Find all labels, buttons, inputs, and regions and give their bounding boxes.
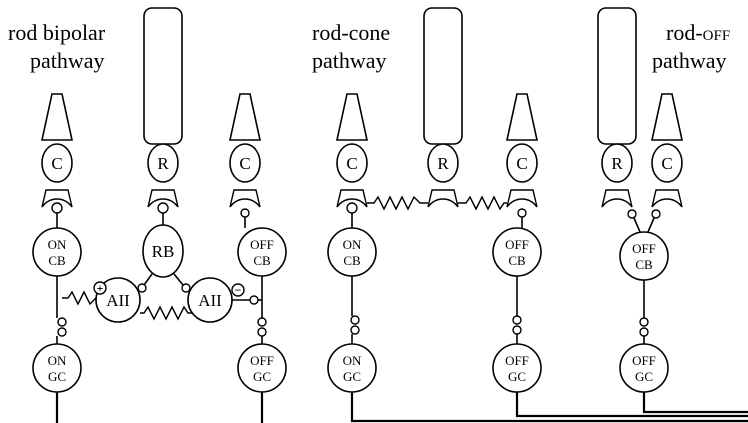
off-cb-1-line2: CB	[253, 253, 271, 268]
off-cb-3-line1: OFF	[632, 241, 656, 256]
rod-3-spherule	[601, 189, 633, 208]
rod-outer-segment-1	[143, 7, 183, 145]
cone-2-pedicle	[229, 189, 261, 208]
title-rod-cone-line2: pathway	[312, 48, 387, 73]
title-rod-off-smallcaps: OFF	[703, 28, 731, 44]
off-cone-bipolar-3: OFF CB	[619, 231, 669, 281]
off-cb-2-line1: OFF	[505, 237, 529, 252]
off-gc-2-line2: GC	[508, 369, 526, 384]
aii-amacrine-2: AII	[187, 277, 233, 323]
synapse-dots	[51, 202, 661, 219]
off-cone-bipolar-1: OFF CB	[237, 227, 287, 277]
cone-outer-segment-4	[506, 93, 538, 141]
off-gc-3-line1: OFF	[632, 353, 656, 368]
title-rod-cone-line1: rod-cone	[312, 20, 390, 45]
aii-amacrine-1: AII	[95, 277, 141, 323]
photoreceptor-terminals	[41, 189, 683, 208]
off-gc-2-line1: OFF	[505, 353, 529, 368]
title-rod-bipolar-line1: rod bipolar	[8, 20, 106, 45]
cone-4: C	[506, 143, 538, 183]
cone-2-label: C	[239, 154, 250, 173]
cone-1-label: C	[51, 154, 62, 173]
title-rod-bipolar-pathway: rod bipolar pathway	[8, 20, 106, 73]
off-gc-1-line1: OFF	[250, 353, 274, 368]
cone-1: C	[41, 143, 73, 183]
on-ganglion-1: ON GC	[32, 343, 82, 393]
off-ganglion-2: OFF GC	[492, 343, 542, 393]
off-ganglion-1: OFF GC	[237, 343, 287, 393]
plus-sign: +	[97, 281, 104, 295]
off-ganglion-3: OFF GC	[619, 343, 669, 393]
on-gc-1-line1: ON	[48, 353, 67, 368]
rod-outer-segment-3	[597, 7, 637, 145]
cone-outer-segment-1	[41, 93, 73, 141]
cone-3-pedicle	[336, 189, 368, 208]
on-gc-1-line2: GC	[48, 369, 66, 384]
on-gc-2-line2: GC	[343, 369, 361, 384]
cone-5-pedicle	[651, 189, 683, 208]
rod-1: R	[147, 143, 179, 183]
cone-outer-segment-5	[651, 93, 683, 141]
on-cb-2-line2: CB	[343, 253, 361, 268]
title-rod-off-line1: rod-OFF	[666, 20, 730, 45]
off-cb-1-line1: OFF	[250, 237, 274, 252]
title-rod-cone-pathway: rod-cone pathway	[312, 20, 390, 73]
gap-junction-aii-aii	[140, 305, 192, 321]
plus-synapse-marker: +	[93, 281, 107, 295]
minus-synapse-marker: −	[231, 283, 245, 297]
on-cb-2-line1: ON	[343, 237, 362, 252]
rod-1-spherule	[147, 189, 179, 208]
cone-4-pedicle	[506, 189, 538, 208]
title-rod-off-line2: pathway	[652, 48, 727, 73]
on-ganglion-2: ON GC	[327, 343, 377, 393]
rb-aii2-synapse	[181, 283, 191, 293]
cone-1-pedicle	[41, 189, 73, 208]
gap-junction-aii-oncb	[62, 290, 100, 306]
bipolar-ganglion-connections	[56, 276, 649, 344]
cone-3: C	[336, 143, 368, 183]
rod-2: R	[427, 143, 459, 183]
ganglion-axons	[55, 392, 748, 423]
off-gc-1-line2: GC	[253, 369, 271, 384]
rod-3-label: R	[611, 154, 623, 173]
cone-5-label: C	[661, 154, 672, 173]
rod-3: R	[601, 143, 633, 183]
rod-outer-segment-2	[423, 7, 463, 145]
on-gc-2-line1: ON	[343, 353, 362, 368]
cone-2: C	[229, 143, 261, 183]
aii-offcb-synapse	[249, 295, 259, 305]
title-rod-off-prefix: rod-	[666, 20, 703, 45]
cone-4-label: C	[516, 154, 527, 173]
off-cb-3-line2: CB	[635, 257, 653, 272]
rod-2-spherule	[427, 189, 459, 208]
on-cb-1-line2: CB	[48, 253, 66, 268]
off-gc-3-line2: GC	[635, 369, 653, 384]
gap-junction-cone3-rod2	[367, 195, 428, 211]
aii-2-label: AII	[198, 291, 222, 310]
rod-2-label: R	[437, 154, 449, 173]
title-rod-bipolar-line2: pathway	[30, 48, 105, 73]
cone-5: C	[651, 143, 683, 183]
rod-1-label: R	[157, 154, 169, 173]
off-cb-2-line2: CB	[508, 253, 526, 268]
cone-3-label: C	[346, 154, 357, 173]
gap-junction-rod2-cone4	[458, 195, 507, 211]
off-cone-bipolar-2: OFF CB	[492, 227, 542, 277]
minus-sign: −	[235, 283, 242, 297]
on-cone-bipolar-1: ON CB	[32, 227, 82, 277]
rb-aii1-synapse	[137, 283, 147, 293]
cone-outer-segment-3	[336, 93, 368, 141]
cone-outer-segment-2	[229, 93, 261, 141]
on-cb-1-line1: ON	[48, 237, 67, 252]
aii-1-label: AII	[106, 291, 130, 310]
rod-bipolar: RB	[142, 224, 184, 278]
rb-label: RB	[152, 242, 175, 261]
on-cone-bipolar-2: ON CB	[327, 227, 377, 277]
title-rod-off-pathway: rod-OFF pathway	[652, 20, 730, 73]
